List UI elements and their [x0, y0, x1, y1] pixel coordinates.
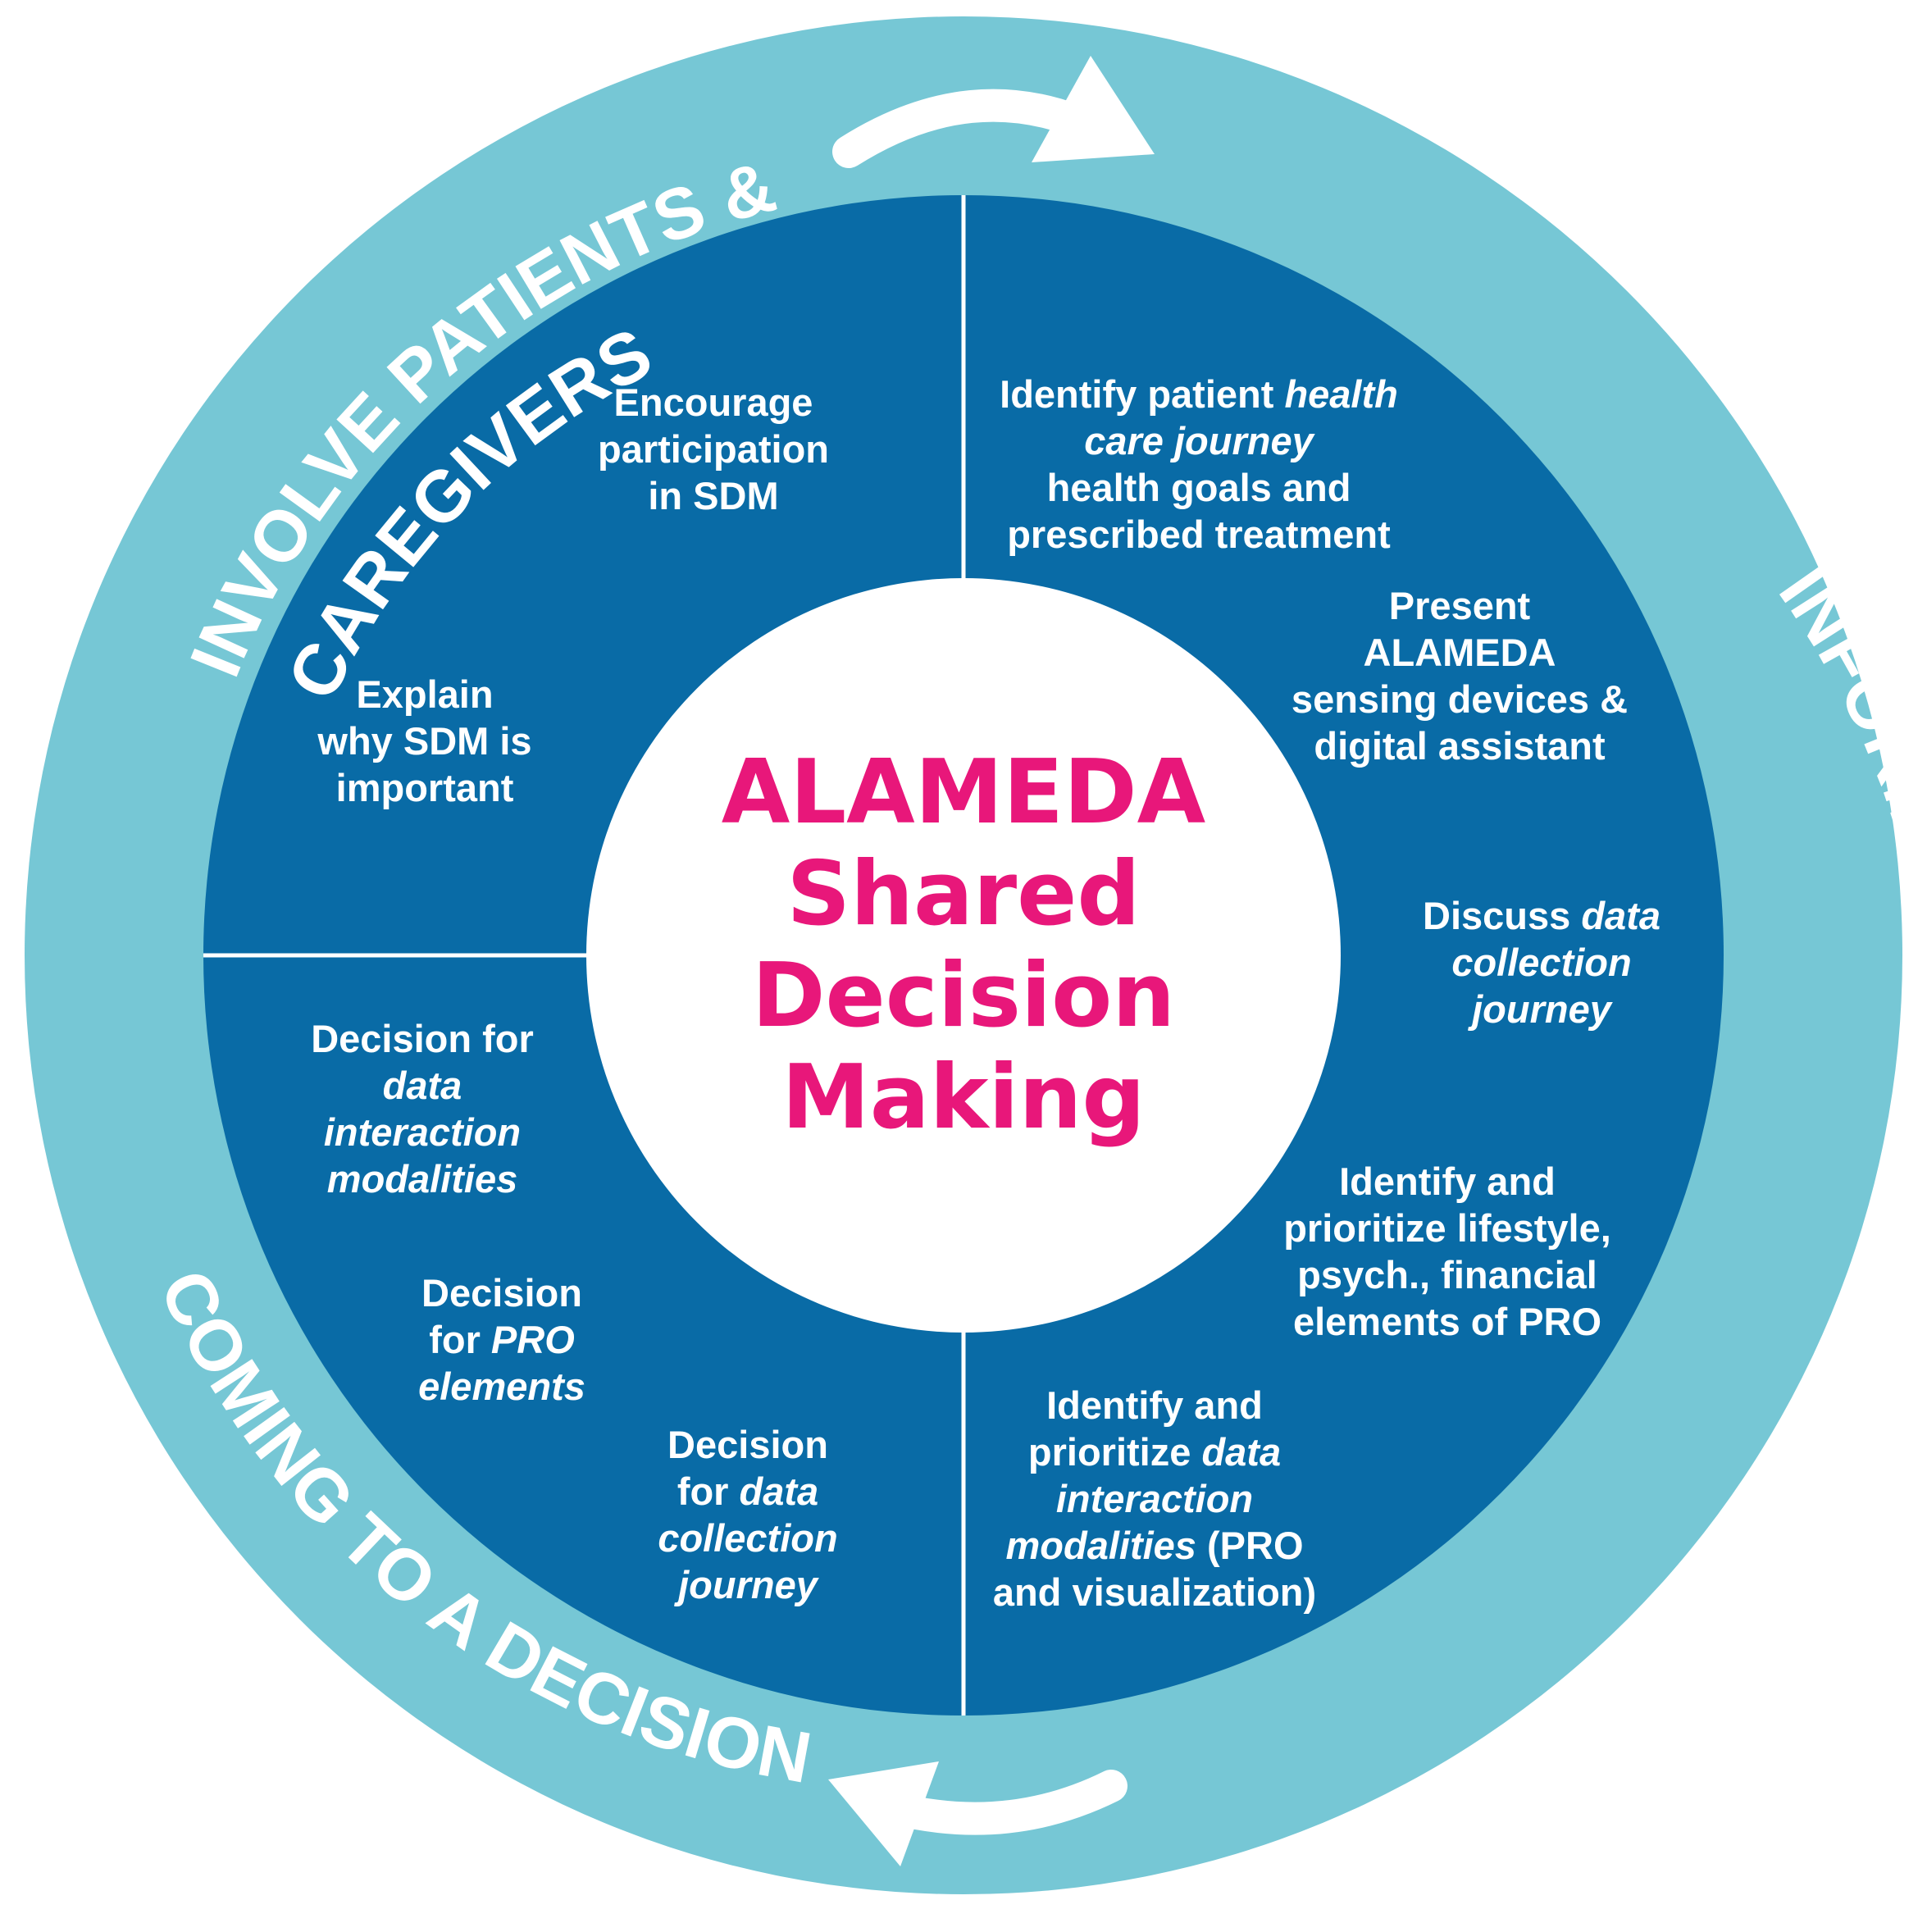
center-circle [586, 578, 1341, 1333]
item-text-italic: modalities [1005, 1524, 1196, 1567]
item-line: digital assistant [1314, 724, 1606, 768]
item-text-italic: journey [1472, 987, 1611, 1031]
item-text-italic: modalities [326, 1157, 518, 1201]
item-line: interaction [993, 1475, 1316, 1522]
item-decision-pro: Decision for PRO elements [418, 1269, 585, 1410]
item-line: for data [658, 1468, 837, 1515]
item-line: Discuss data [1423, 892, 1660, 939]
item-line: psych., financial [1297, 1253, 1597, 1296]
item-line: prioritize data [993, 1428, 1316, 1475]
item-line: health goals and [1046, 466, 1351, 509]
item-discuss-collection: Discuss data collection journey [1423, 892, 1660, 1032]
item-line: journey [1423, 986, 1660, 1032]
item-line: and visualization) [992, 1570, 1317, 1614]
item-line: Decision [667, 1423, 828, 1466]
item-line: prioritize lifestyle, [1283, 1206, 1611, 1250]
item-line: why SDM is [317, 719, 532, 763]
item-present-devices: Present ALAMEDA sensing devices & digita… [1292, 582, 1628, 769]
item-text-italic: care journey [1084, 419, 1314, 462]
item-text-italic: interaction [1055, 1477, 1254, 1520]
curved-arrow-bottom-icon [828, 1761, 1128, 1866]
item-encourage-participation: Encourage participation in SDM [598, 379, 829, 519]
item-identify-lifestyle: Identify and prioritize lifestyle, psych… [1283, 1158, 1611, 1345]
center-title: ALAMEDA Shared Decision Making [722, 742, 1205, 1149]
item-line: sensing devices & [1291, 677, 1629, 721]
item-text-italic: data [1581, 894, 1660, 937]
item-line: modalities [311, 1155, 534, 1202]
item-text: for [429, 1318, 491, 1361]
item-line: elements [418, 1363, 585, 1410]
center-title-line: Shared [786, 843, 1141, 945]
center-title-line: Making [781, 1046, 1146, 1149]
item-line: for PRO [418, 1316, 585, 1363]
item-line: important [335, 766, 514, 809]
item-line: modalities (PRO [993, 1522, 1316, 1569]
item-text-italic: journey [678, 1563, 818, 1606]
item-identify-journey: Identify patient health care journey hea… [1000, 371, 1398, 558]
item-line: collection [658, 1515, 837, 1561]
item-text: Discuss [1423, 894, 1582, 937]
item-line: Present [1388, 584, 1531, 627]
center-title-line: ALAMEDA [721, 741, 1206, 844]
item-identify-modalities: Identify and prioritize data interaction… [993, 1382, 1316, 1615]
item-text-italic: collection [1451, 941, 1632, 984]
item-line: Decision for [311, 1017, 534, 1060]
item-line: Identify and [1339, 1160, 1556, 1203]
item-text-italic: health [1284, 372, 1398, 416]
item-text: Identify patient [1000, 372, 1285, 416]
item-line: Encourage [613, 380, 813, 424]
item-line: Identify patient health [1000, 371, 1398, 417]
item-line: in SDM [648, 474, 779, 517]
item-decision-modalities: Decision for data interaction modalities [311, 1015, 534, 1202]
item-line: collection [1423, 939, 1660, 986]
item-line: ALAMEDA [1363, 631, 1556, 674]
item-text-italic: interaction [323, 1110, 522, 1154]
item-text-italic: collection [658, 1516, 838, 1560]
item-text-italic: data [382, 1064, 462, 1107]
item-line: prescribed treatment [1007, 513, 1391, 556]
item-decision-collection: Decision for data collection journey [658, 1421, 837, 1608]
item-text-italic: data [739, 1470, 819, 1513]
item-text: (PRO [1196, 1524, 1304, 1567]
center-title-line: Decision [751, 945, 1176, 1047]
curved-arrow-top-icon [832, 56, 1155, 168]
item-text-italic: elements [418, 1365, 585, 1408]
item-text: for [676, 1470, 740, 1513]
item-line: care journey [1000, 417, 1398, 464]
item-text-italic: PRO [490, 1318, 575, 1361]
item-line: Decision [421, 1271, 582, 1315]
item-line: Explain [356, 672, 494, 716]
item-text: prioritize [1027, 1430, 1202, 1474]
item-line: journey [658, 1561, 837, 1608]
item-line: participation [597, 427, 830, 471]
item-line: interaction [311, 1109, 534, 1155]
item-line: elements of PRO [1292, 1300, 1602, 1343]
item-explain-sdm: Explain why SDM is important [317, 671, 531, 811]
item-line: data [311, 1062, 534, 1109]
item-text-italic: data [1201, 1430, 1282, 1474]
item-line: Identify and [1046, 1383, 1263, 1427]
